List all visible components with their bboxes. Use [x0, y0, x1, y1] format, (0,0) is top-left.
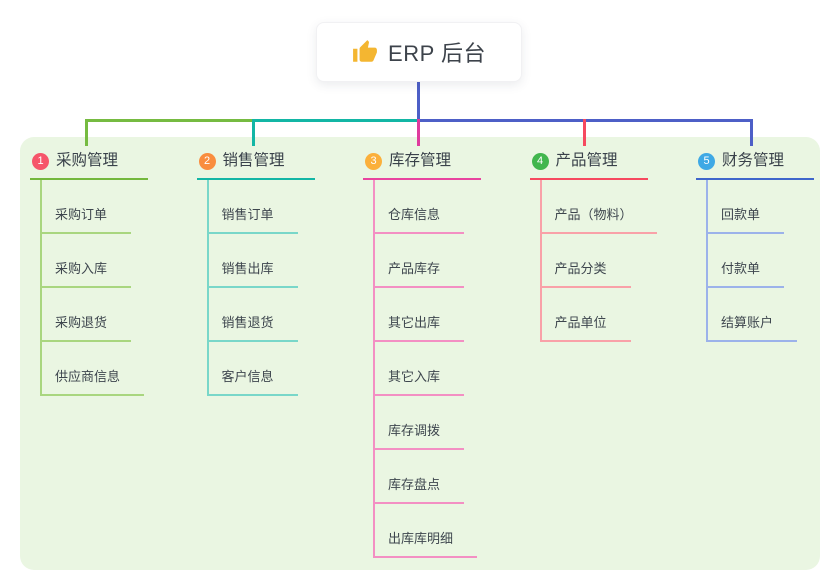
branch-drop-line — [583, 118, 586, 146]
branch-label: 产品管理 — [555, 152, 618, 169]
root-node-label: ERP 后台 — [388, 41, 486, 66]
root-node[interactable]: ERP 后台 — [316, 22, 522, 82]
child-node[interactable]: 付款单 — [708, 234, 785, 288]
branch-label: 销售管理 — [222, 152, 285, 169]
branch: 4 产品管理 产品（物料）产品分类产品单位 — [529, 147, 680, 342]
child-node[interactable]: 产品分类 — [541, 234, 631, 288]
branch-header[interactable]: 4 产品管理 — [529, 147, 648, 180]
child-node[interactable]: 销售退货 — [208, 288, 298, 342]
branch: 5 财务管理 回款单付款单结算账户 — [696, 147, 839, 342]
child-node[interactable]: 出库库明细 — [375, 504, 478, 558]
thumbs-up-path — [353, 40, 377, 62]
branch-drop-line — [416, 118, 420, 146]
child-node[interactable]: 库存盘点 — [375, 450, 465, 504]
branch-children: 采购订单采购入库采购退货供应商信息 — [40, 180, 180, 396]
child-node[interactable]: 产品（物料） — [541, 180, 657, 234]
child-node[interactable]: 采购入库 — [42, 234, 132, 288]
branch-label: 采购管理 — [56, 152, 119, 169]
child-node[interactable]: 采购订单 — [42, 180, 132, 234]
child-node[interactable]: 供应商信息 — [42, 342, 145, 396]
child-node[interactable]: 结算账户 — [708, 288, 798, 342]
branch-number-badge: 1 — [32, 152, 49, 170]
child-node[interactable]: 其它入库 — [375, 342, 465, 396]
branch-header[interactable]: 1 采购管理 — [30, 147, 148, 180]
branch-header[interactable]: 3 库存管理 — [363, 147, 481, 180]
branch-label: 库存管理 — [389, 152, 452, 169]
branch: 1 采购管理 采购订单采购入库采购退货供应商信息 — [30, 147, 180, 396]
child-node[interactable]: 销售订单 — [208, 180, 298, 234]
branch-label: 财务管理 — [722, 152, 785, 169]
child-node[interactable]: 产品单位 — [541, 288, 631, 342]
branch-header[interactable]: 2 销售管理 — [196, 147, 315, 180]
child-node[interactable]: 产品库存 — [375, 234, 465, 288]
child-node[interactable]: 采购退货 — [42, 288, 132, 342]
branch-children: 产品（物料）产品分类产品单位 — [539, 180, 680, 342]
root-trunk-line — [416, 82, 420, 121]
child-node[interactable]: 回款单 — [708, 180, 785, 234]
child-node[interactable]: 客户信息 — [208, 342, 298, 396]
branch-number-badge: 2 — [198, 152, 216, 170]
branch: 3 库存管理 仓库信息产品库存其它出库其它入库库存调拨库存盘点出库库明细 — [363, 147, 513, 558]
branches-background-panel — [20, 137, 820, 570]
thumbs-up-icon — [353, 40, 377, 62]
rail-segment-middle — [251, 118, 420, 122]
child-node[interactable]: 销售出库 — [208, 234, 298, 288]
branch-number-badge: 3 — [365, 152, 382, 170]
branch-number-badge: 4 — [531, 152, 549, 170]
branch-children: 回款单付款单结算账户 — [706, 180, 839, 342]
branch-drop-line — [749, 118, 753, 146]
rail-segment-left — [85, 118, 255, 122]
branch-header[interactable]: 5 财务管理 — [696, 147, 814, 180]
child-node[interactable]: 其它出库 — [375, 288, 465, 342]
branch: 2 销售管理 销售订单销售出库销售退货客户信息 — [196, 147, 347, 396]
child-node[interactable]: 库存调拨 — [375, 396, 465, 450]
branch-children: 仓库信息产品库存其它出库其它入库库存调拨库存盘点出库库明细 — [373, 180, 513, 558]
child-node[interactable]: 仓库信息 — [375, 180, 465, 234]
branch-children: 销售订单销售出库销售退货客户信息 — [206, 180, 347, 396]
branch-number-badge: 5 — [698, 152, 715, 170]
branch-drop-line — [85, 118, 88, 146]
branch-drop-line — [251, 118, 255, 146]
